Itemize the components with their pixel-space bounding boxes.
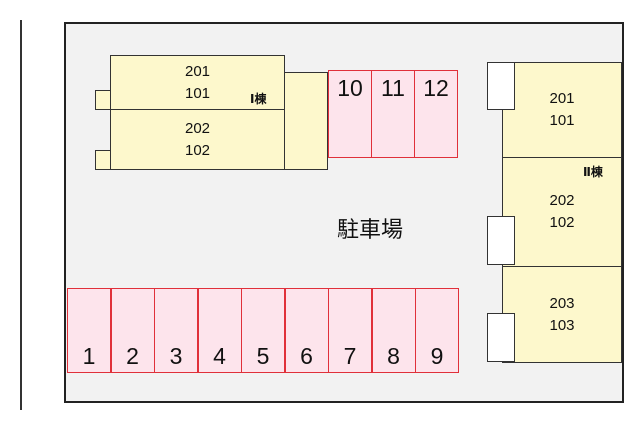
parking-space-10: 10 [328, 70, 372, 158]
building2-unit-2: 202 102 [502, 157, 622, 267]
unit-number: 102 [549, 214, 575, 231]
entrance-box [487, 216, 515, 265]
space-number: 12 [423, 75, 449, 101]
building2-label: Ⅱ棟 [583, 165, 603, 179]
parking-space-12: 12 [414, 70, 458, 158]
building1-unit-2: 202 102 [110, 109, 285, 170]
parking-space-1: 1 [67, 288, 111, 373]
space-number: 11 [381, 75, 405, 101]
parking-space-4: 4 [197, 288, 242, 373]
building1-stairs [284, 72, 328, 170]
boundary-line [20, 20, 22, 410]
space-number: 7 [343, 343, 357, 369]
unit-number: 101 [184, 84, 211, 102]
unit-number: 202 [184, 119, 211, 137]
space-number: 10 [337, 75, 363, 101]
unit-number: 201 [549, 90, 575, 107]
parking-space-2: 2 [110, 288, 155, 373]
parking-space-3: 3 [154, 288, 198, 373]
space-number: 9 [430, 343, 444, 369]
parking-space-9: 9 [415, 288, 459, 373]
space-number: 6 [300, 343, 313, 369]
parking-space-11: 11 [371, 70, 415, 158]
building2-unit-3: 203 103 [502, 266, 622, 363]
space-number: 3 [169, 343, 183, 369]
parking-space-5: 5 [241, 288, 285, 373]
unit-number: 103 [549, 316, 575, 334]
space-number: 4 [213, 343, 226, 369]
parking-space-6: 6 [284, 288, 329, 373]
unit-number: 203 [549, 294, 575, 312]
entrance-box [487, 62, 515, 110]
space-number: 1 [82, 343, 96, 369]
unit-number: 101 [549, 112, 575, 129]
parking-lot-label: 駐車場 [337, 217, 404, 242]
building2-unit-1: 201 101 [502, 62, 622, 158]
building1-label: Ⅰ棟 [250, 92, 267, 106]
space-number: 8 [387, 343, 400, 369]
unit-number: 201 [184, 62, 211, 80]
entrance-box [487, 313, 515, 362]
unit-number: 202 [549, 192, 575, 209]
space-number: 5 [256, 343, 270, 369]
parking-space-8: 8 [371, 288, 416, 373]
parking-space-7: 7 [328, 288, 372, 373]
unit-number: 102 [184, 141, 211, 159]
space-number: 2 [126, 343, 139, 369]
